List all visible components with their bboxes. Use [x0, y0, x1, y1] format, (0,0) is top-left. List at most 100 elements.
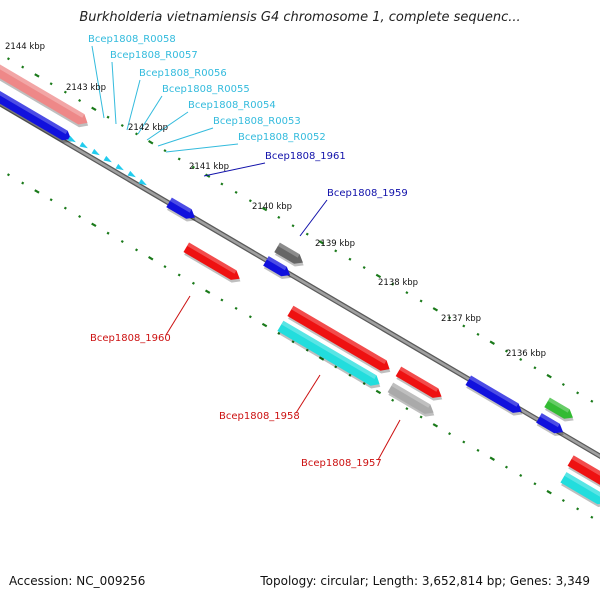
outer-track-dot: [576, 391, 580, 395]
inner-track-dot: [419, 415, 423, 419]
inner-track-dot: [375, 389, 382, 395]
inner-track-dot: [305, 348, 309, 352]
tick-label: 2136 kbp: [506, 349, 546, 359]
feature-label[interactable]: Bcep1808_R0052: [238, 132, 326, 143]
feature-label[interactable]: Bcep1808_R0053: [213, 116, 301, 127]
inner-track-dot: [234, 306, 238, 310]
outer-track-dot: [120, 124, 124, 128]
outer-track-dot: [148, 140, 154, 145]
feature-label[interactable]: Bcep1808_1960: [90, 333, 171, 344]
inner-track-dot: [78, 214, 82, 218]
inner-track-dot: [34, 189, 40, 194]
outer-track-dot: [489, 340, 495, 345]
feature-bar-misc[interactable]: [543, 397, 577, 425]
leader-line: [157, 127, 214, 147]
feature-labels[interactable]: Bcep1808_R0058Bcep1808_R0057Bcep1808_R00…: [88, 34, 408, 469]
outer-track-dot: [91, 106, 97, 112]
feature-bar-forward[interactable]: [395, 366, 446, 405]
feature-bar-reverse[interactable]: [165, 197, 199, 225]
trna-arrow: [79, 141, 88, 149]
inner-track-dot: [318, 356, 325, 361]
outer-track-dot: [561, 383, 565, 387]
inner-track-dot: [590, 515, 594, 519]
inner-track-dot: [204, 289, 211, 294]
feature-bar-reverse[interactable]: [464, 375, 526, 420]
feature-bar-highlight[interactable]: [0, 61, 92, 131]
outer-track-dot: [6, 57, 10, 61]
leader-line: [377, 419, 401, 461]
inner-track-dot: [546, 489, 552, 495]
feature-bar-rrna[interactable]: [559, 472, 600, 510]
inner-track-dot: [348, 373, 352, 377]
feature-label[interactable]: Bcep1808_1959: [327, 188, 408, 199]
tick-label: 2142 kbp: [128, 123, 168, 133]
trna-arrow: [127, 170, 136, 178]
outer-track-dot: [78, 98, 82, 102]
inner-track-dot: [334, 365, 338, 369]
feature-label[interactable]: Bcep1808_1958: [219, 411, 300, 422]
tick-label: 2139 kbp: [315, 239, 355, 249]
inner-track-dot: [291, 340, 295, 344]
feature-label[interactable]: Bcep1808_R0058: [88, 34, 176, 45]
inner-track-dot: [489, 456, 495, 461]
summary-text: Topology: circular; Length: 3,652,814 bp…: [260, 574, 590, 588]
leader-line: [111, 61, 117, 125]
inner-track-dot: [391, 398, 395, 402]
inner-track-dot: [533, 482, 537, 486]
inner-track-dot: [432, 423, 439, 428]
leader-line: [91, 45, 105, 119]
feature-label[interactable]: Bcep1808_R0055: [162, 84, 250, 95]
feature-label[interactable]: Bcep1808_1961: [265, 151, 346, 162]
inner-track-dot: [220, 298, 224, 302]
outer-track-dot: [504, 349, 508, 353]
outer-track-dot: [220, 182, 224, 186]
feature-label[interactable]: Bcep1808_R0054: [188, 100, 276, 111]
outer-track-dot: [519, 357, 523, 361]
outer-track-dot: [590, 399, 594, 403]
inner-track-dot: [277, 331, 281, 335]
feature-bar-other[interactable]: [273, 242, 307, 270]
outer-track-dot: [375, 273, 382, 279]
feature-bar-reverse[interactable]: [535, 413, 567, 439]
outer-track-dot: [334, 249, 338, 253]
feature-label[interactable]: Bcep1808_R0056: [139, 68, 227, 79]
outer-track-dot: [448, 316, 452, 320]
leader-line: [126, 79, 141, 131]
inner-track-dot: [191, 281, 195, 285]
outer-track-dot: [405, 291, 409, 295]
inner-track-dot: [163, 265, 167, 269]
outer-track-dot: [191, 165, 195, 169]
outer-track-dot: [432, 307, 439, 312]
inner-track-dot: [177, 273, 181, 277]
inner-track-dot: [405, 407, 409, 411]
outer-track-dot: [49, 82, 53, 86]
feature-bar-rrna[interactable]: [276, 320, 384, 392]
tick-label: 2143 kbp: [66, 83, 106, 93]
inner-track-dot: [448, 432, 452, 436]
feature-label[interactable]: Bcep1808_R0057: [110, 50, 198, 61]
inner-track-dot: [63, 206, 67, 210]
feature-bar-pseudo[interactable]: [387, 382, 438, 421]
outer-track-dot: [318, 240, 325, 245]
features[interactable]: [0, 61, 600, 511]
label-leaders: [91, 45, 401, 461]
feature-bar-reverse[interactable]: [262, 256, 294, 282]
leader-line: [137, 95, 163, 135]
leader-line: [165, 143, 239, 153]
feature-bar-forward[interactable]: [182, 242, 244, 287]
inner-track-dot: [504, 465, 508, 469]
leader-line: [299, 199, 328, 237]
leader-line: [146, 111, 189, 141]
tick-label: 2140 kbp: [252, 202, 292, 212]
feature-label[interactable]: Bcep1808_1957: [301, 458, 382, 469]
trna-arrow: [67, 135, 76, 143]
outer-track-dot: [362, 266, 366, 270]
feature-bar-reverse[interactable]: [0, 86, 75, 146]
outer-track-dot: [391, 282, 395, 286]
inner-track-dot: [362, 382, 366, 386]
leader-line: [203, 162, 266, 177]
feature-bar-forward[interactable]: [286, 305, 394, 377]
